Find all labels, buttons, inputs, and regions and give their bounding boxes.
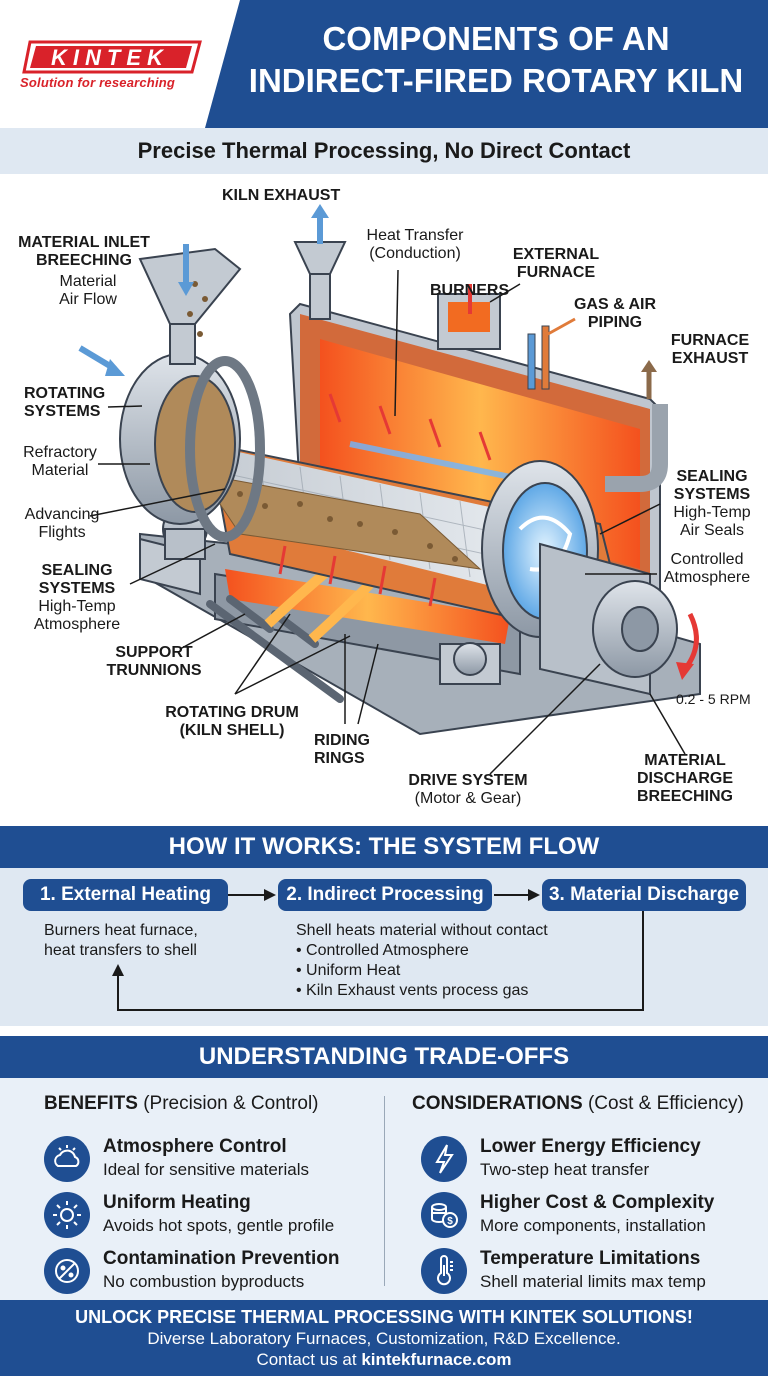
label-rpm: 0.2 - 5 RPM [676,691,751,707]
label-heat-transfer: Heat Transfer(Conduction) [366,227,464,262]
column-divider [384,1096,385,1286]
subtitle: Precise Thermal Processing, No Direct Co… [0,128,768,174]
page-title: COMPONENTS OF AN INDIRECT-FIRED ROTARY K… [248,20,744,99]
footer-website-link[interactable]: kintekfurnace.com [361,1350,512,1369]
kintek-logo: KINTEK [22,40,202,74]
benefits-heading: BENEFITS (Precision & Control) [44,1093,319,1114]
footer: UNLOCK PRECISE THERMAL PROCESSING WITH K… [0,1300,768,1376]
step2-bullet: • Uniform Heat [296,962,401,979]
label-drive-system: DRIVE SYSTEM(Motor & Gear) [408,772,528,807]
step2-bullet: • Kiln Exhaust vents process gas [296,982,529,999]
kiln-illustration [78,204,701,775]
flow-arrows [112,889,644,1011]
logo-text: KINTEK [51,45,169,70]
label-kiln-exhaust: KILN EXHAUST [222,187,341,204]
tradeoffs-heading: UNDERSTANDING TRADE-OFFS [0,1036,768,1078]
heat-arrows [278,393,492,607]
footer-tagline: Diverse Laboratory Furnaces, Customizati… [147,1329,621,1348]
leader-lines [89,269,686,775]
footer-headline: UNLOCK PRECISE THERMAL PROCESSING WITH K… [75,1307,693,1327]
considerations-heading: CONSIDERATIONS (Cost & Efficiency) [412,1093,744,1114]
support-trunnion-right [439,643,501,685]
system-flow: 1. External Heating 2. Indirect Processi… [0,868,768,1026]
riding-ring-left [185,356,265,542]
label-burners: BURNERS [430,282,510,299]
step-indirect-processing: 2. Indirect Processing [278,879,492,911]
kiln-exhaust-stack [293,241,347,275]
footer-contact: Contact us at kintekfurnace.com [256,1350,512,1369]
step1-description: Burners heat furnace,heat transfers to s… [44,922,198,959]
burner-flame-2 [308,580,374,643]
lightning-icon [421,1136,467,1182]
coins-icon: $ [421,1192,467,1238]
header-background [205,0,768,128]
label-rotating-drum: ROTATING DRUM(KILN SHELL) [165,704,299,739]
tradeoffs-section: BENEFITS (Precision & Control) CONSIDERA… [0,1078,768,1300]
internal-flow-arrow [349,441,521,482]
furnace-exhaust-pipe [605,404,668,492]
lower-flames [225,569,510,644]
cloud-sun-icon [44,1136,90,1182]
header: KINTEK Solution for researching COMPONEN… [0,0,768,128]
thermometer-icon [421,1248,467,1294]
logo-tagline: Solution for researching [20,75,176,90]
how-it-works-heading: HOW IT WORKS: THE SYSTEM FLOW [0,826,768,868]
sun-icon [44,1192,90,1238]
step-external-heating: 1. External Heating [23,879,228,911]
material-bed [198,473,482,570]
step2-bullet: • Controlled Atmosphere [296,942,469,959]
air-pipe [541,325,550,390]
svg-text:$: $ [447,1216,453,1227]
gas-pipe [527,333,536,390]
step-material-discharge: 3. Material Discharge [542,879,746,911]
gas-pipe-lower [206,600,344,703]
step2-description: Shell heats material without contact • C… [296,922,548,999]
no-contamination-icon [44,1248,90,1294]
